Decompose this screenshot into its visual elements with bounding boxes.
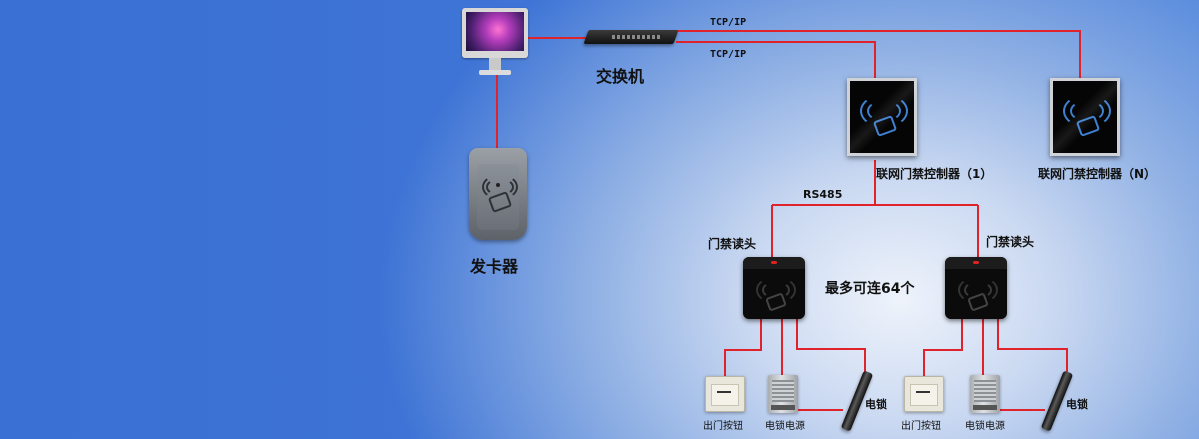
wire-right-exit — [923, 319, 963, 376]
wire-switch-controller-1 — [676, 41, 876, 78]
tcp-ip-label-top: TCP/IP — [710, 17, 747, 28]
network-switch-icon — [583, 27, 679, 47]
card-issuer-icon — [469, 148, 527, 240]
reader-right-label: 门禁读头 — [986, 235, 1035, 249]
wire-left-lock — [796, 319, 866, 376]
access-controller-n-icon — [1050, 78, 1120, 156]
controller-n-label: 联网门禁控制器（N） — [1038, 167, 1157, 181]
power-supply-left-label: 电锁电源 — [765, 421, 805, 432]
wire-right-lock — [997, 319, 1068, 376]
rs485-label: RS485 — [803, 188, 843, 201]
desktop-monitor-icon — [462, 8, 528, 78]
card-issuer-label: 发卡器 — [470, 257, 519, 276]
max-connect-label: 最多可连64个 — [825, 281, 915, 297]
power-supply-right-label: 电锁电源 — [965, 421, 1005, 432]
access-reader-right-icon — [945, 257, 1007, 319]
reader-left-label: 门禁读头 — [708, 237, 757, 251]
exit-button-right-icon — [904, 376, 944, 412]
controller-1-label: 联网门禁控制器（1） — [876, 167, 993, 181]
tcp-ip-label-bottom: TCP/IP — [710, 49, 747, 60]
exit-button-left-label: 出门按钮 — [703, 421, 743, 432]
switch-label: 交换机 — [596, 67, 645, 86]
wire-left-exit — [724, 319, 762, 376]
electric-lock-right-icon — [1040, 370, 1074, 432]
electric-lock-right-label: 电锁 — [1066, 398, 1088, 411]
access-reader-left-icon — [743, 257, 805, 319]
wire-switch-controller-n — [676, 30, 1081, 78]
electric-lock-left-icon — [840, 370, 874, 432]
exit-button-right-label: 出门按钮 — [901, 421, 941, 432]
exit-button-left-icon — [705, 376, 745, 412]
power-supply-right-icon — [970, 375, 1000, 413]
access-controller-1-icon — [847, 78, 917, 156]
electric-lock-left-label: 电锁 — [865, 398, 887, 411]
power-supply-left-icon — [768, 375, 798, 413]
